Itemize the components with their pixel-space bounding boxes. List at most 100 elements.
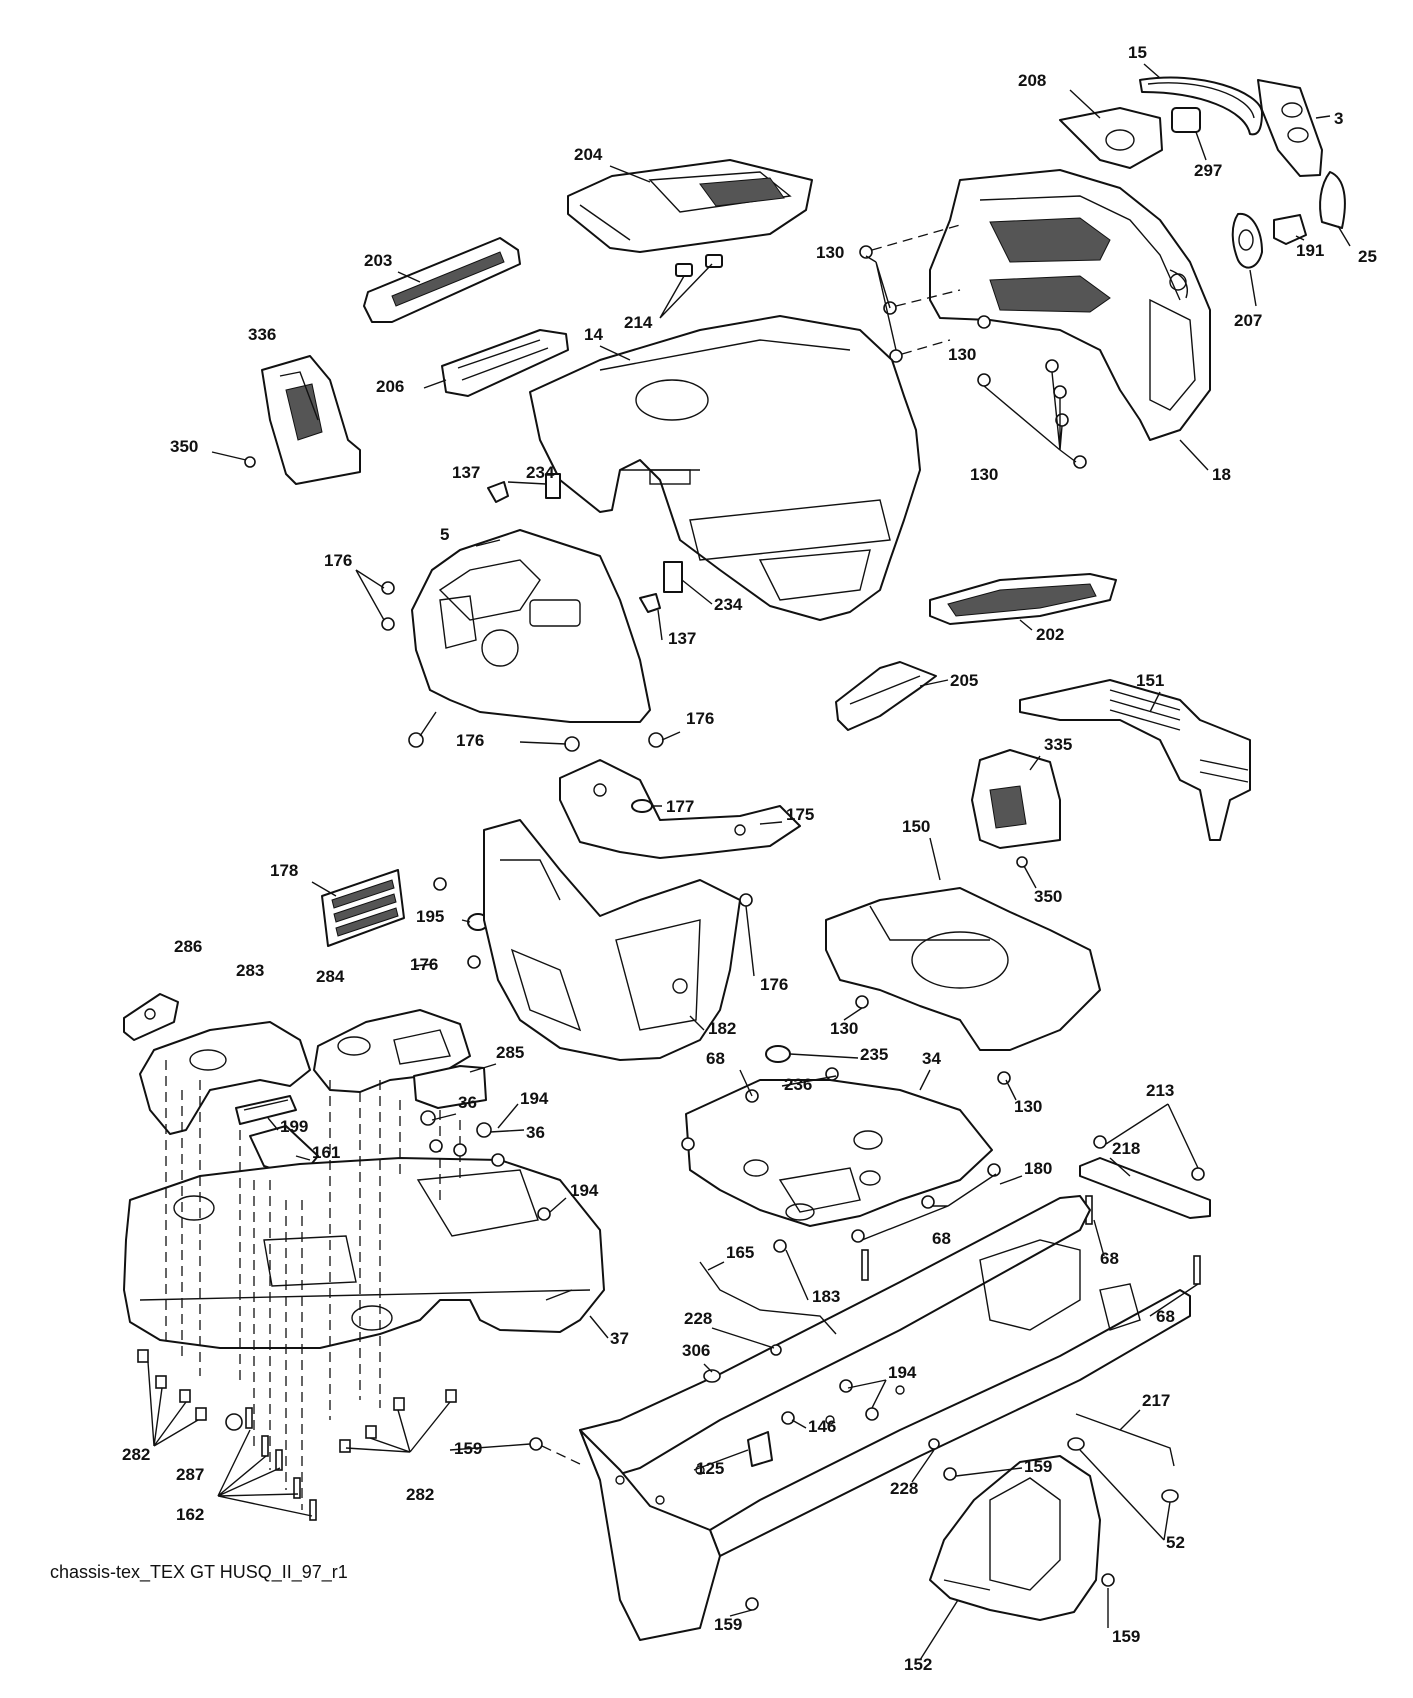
label-130-a: 130: [816, 243, 844, 262]
part-162-bolts: [225, 1407, 317, 1521]
label-235: 235: [860, 1045, 888, 1064]
label-206: 206: [376, 377, 404, 396]
label-152: 152: [904, 1655, 932, 1674]
label-159-c: 159: [1112, 1627, 1140, 1646]
part-335-side-panel: [971, 749, 1061, 849]
label-282-b: 282: [406, 1485, 434, 1504]
label-165: 165: [726, 1243, 754, 1262]
part-159-bolt-a: [529, 1437, 543, 1451]
label-137-b: 137: [668, 629, 696, 648]
label-208: 208: [1018, 71, 1046, 90]
label-336: 336: [248, 325, 276, 344]
part-177-nut: [631, 799, 653, 813]
label-176-c: 176: [456, 731, 484, 750]
part-130-screw-d: [855, 995, 869, 1009]
part-180-frame: [579, 1195, 1191, 1641]
label-68-a: 68: [706, 1049, 725, 1068]
label-194-c: 194: [888, 1363, 917, 1382]
label-214: 214: [624, 313, 653, 332]
label-68-d: 68: [1156, 1307, 1175, 1326]
label-194-b: 194: [570, 1181, 599, 1200]
label-287: 287: [176, 1465, 204, 1484]
part-228-pin-b: [928, 1438, 940, 1450]
label-297: 297: [1194, 161, 1222, 180]
label-130-e: 130: [1014, 1097, 1042, 1116]
label-68-c: 68: [1100, 1249, 1119, 1268]
label-306: 306: [682, 1341, 710, 1360]
part-159-bolt-d: [1101, 1573, 1115, 1587]
label-194-a: 194: [520, 1089, 549, 1108]
part-207-socket: [1231, 212, 1263, 269]
label-3: 3: [1334, 109, 1343, 128]
part-159-bolt-b: [943, 1467, 957, 1481]
label-161: 161: [312, 1143, 340, 1162]
part-202-grille: [929, 573, 1117, 625]
label-284: 284: [316, 967, 345, 986]
part-150-footrest: [825, 887, 1101, 1051]
label-151: 151: [1136, 671, 1164, 690]
label-335: 335: [1044, 735, 1072, 754]
label-36-a: 36: [458, 1093, 477, 1112]
part-125-bracket: [747, 1431, 773, 1467]
part-178-vent-plate: [321, 869, 405, 947]
label-175: 175: [786, 805, 814, 824]
part-18-front-grille: [929, 169, 1211, 441]
part-214-clip-b: [705, 254, 723, 268]
part-235-spacer: [765, 1045, 791, 1063]
part-282-clips: [137, 1349, 457, 1453]
label-178: 178: [270, 861, 298, 880]
part-165-rod: [699, 1261, 837, 1335]
part-130-screw-e: [997, 1071, 1011, 1085]
part-234-pad-a: [545, 473, 561, 499]
part-228-pin-a: [770, 1344, 782, 1356]
part-176-pin-e: [467, 955, 481, 969]
label-282-a: 282: [122, 1445, 150, 1464]
label-176-e: 176: [760, 975, 788, 994]
label-176-b: 176: [686, 709, 714, 728]
label-150: 150: [902, 817, 930, 836]
part-203-dash-panel: [363, 237, 521, 323]
label-218: 218: [1112, 1139, 1140, 1158]
label-207: 207: [1234, 311, 1262, 330]
part-214-clip-a: [675, 263, 693, 277]
part-306-nut: [703, 1369, 721, 1383]
part-34-plate: [685, 1079, 993, 1227]
label-228-b: 228: [890, 1479, 918, 1498]
part-52-spacer-a: [1067, 1437, 1085, 1451]
label-203: 203: [364, 251, 392, 270]
part-286-handle: [123, 993, 179, 1041]
label-213: 213: [1146, 1081, 1174, 1100]
label-182: 182: [708, 1019, 736, 1038]
label-52: 52: [1166, 1533, 1185, 1552]
label-162: 162: [176, 1505, 204, 1524]
part-14-hood: [529, 315, 921, 621]
label-146: 146: [808, 1417, 836, 1436]
label-199: 199: [280, 1117, 308, 1136]
label-191: 191: [1296, 241, 1324, 260]
label-137-a: 137: [452, 463, 480, 482]
part-52-spacer-b: [1161, 1489, 1179, 1503]
label-130-b: 130: [948, 345, 976, 364]
label-234-a: 234: [526, 463, 555, 482]
part-137-clip-a: [487, 481, 509, 503]
part-36-bolts: [420, 1110, 505, 1167]
part-176-pin-f: [739, 893, 753, 907]
label-350-a: 350: [170, 437, 198, 456]
label-228-a: 228: [684, 1309, 712, 1328]
label-183: 183: [812, 1287, 840, 1306]
part-204-hood-top: [567, 159, 813, 253]
part-176-pins: [381, 581, 664, 752]
part-285-insert: [413, 1065, 487, 1109]
part-213-bolt-b: [1191, 1167, 1205, 1181]
part-208-bracket: [1059, 107, 1163, 169]
label-283: 283: [236, 961, 264, 980]
part-217-rod: [1075, 1413, 1175, 1467]
part-37-body: [123, 1157, 605, 1349]
part-336-side-panel: [261, 355, 361, 485]
label-286: 286: [174, 937, 202, 956]
part-218-bracket: [1079, 1157, 1211, 1219]
part-3-housing: [1257, 79, 1323, 177]
label-176-a: 176: [324, 551, 352, 570]
part-176-pin-d: [433, 877, 447, 891]
label-68-b: 68: [932, 1229, 951, 1248]
